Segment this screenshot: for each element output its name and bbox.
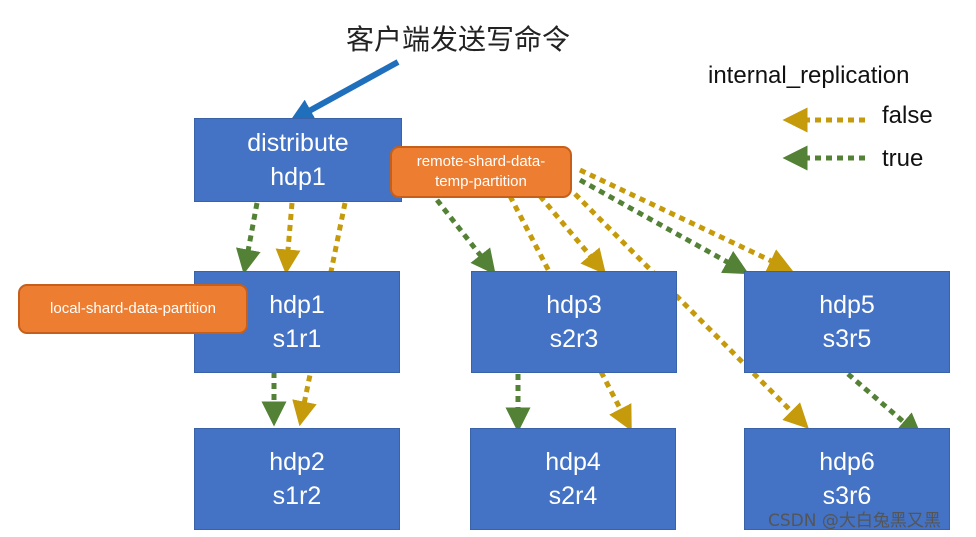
node-sublabel: s1r2 [272,482,322,510]
node-label: hdp6 [819,448,875,476]
node-sublabel: s3r5 [822,325,872,353]
arrow-false-distribute-hdp5 [578,167,794,272]
tag-remote-line1: remote-shard-data- [416,153,546,170]
node-sublabel: s1r1 [272,325,322,353]
node-label: hdp2 [269,448,325,476]
node-label: hdp4 [545,448,601,476]
client-arrow [289,59,400,122]
tag-remote-shard: remote-shard-data- temp-partition [390,146,572,198]
arrow-true-hdp5-hdp6 [846,372,923,439]
node-label: hdp5 [819,291,875,319]
legend-label-false: false [882,102,933,129]
arrow-true-distribute-hdp1 [236,202,261,275]
node-label: hdp3 [546,291,602,319]
node-sublabel: hdp1 [270,163,326,191]
arrow-false-distribute-hdp1 [275,202,301,275]
arrow-true-distribute-hdp3 [435,198,496,275]
tag-remote-line2: temp-partition [435,173,527,190]
legend-title: internal_replication [708,62,910,89]
node-distribute: distribute hdp1 [194,118,402,202]
tag-local-shard: local-shard-data-partition [18,284,248,334]
arrow-true-distribute-hdp5 [578,177,749,275]
node-label: distribute [247,129,349,157]
arrow-false-distribute-hdp6 [573,192,809,429]
node-hdp3: hdp3 s2r3 [471,271,677,373]
arrow-false-distribute-hdp3 [538,194,607,275]
node-sublabel: s3r6 [822,482,872,510]
legend-label-true: true [882,145,924,172]
node-hdp5: hdp5 s3r5 [744,271,950,373]
node-sublabel: s2r4 [548,482,598,510]
node-hdp4: hdp4 s2r4 [470,428,676,530]
node-hdp6: hdp6 s3r6 [744,428,950,530]
node-label: hdp1 [269,291,325,319]
node-sublabel: s2r3 [549,325,599,353]
watermark: CSDN @大白兔黑又黑 [768,511,941,531]
arrow-false-distribute-hdp2 [292,202,348,427]
diagram-title: 客户端发送写命令 [346,23,571,56]
node-hdp2: hdp2 s1r2 [194,428,400,530]
